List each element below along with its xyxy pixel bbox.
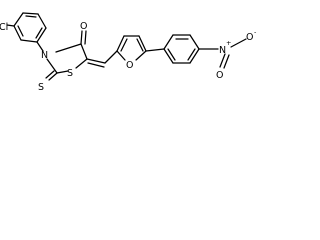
sulfur-ring-label: S <box>67 68 73 79</box>
oxygen-nitro-single-label: O <box>246 32 253 43</box>
chlorine-label: Cl <box>0 22 8 33</box>
nitro-o-double-bond-2 <box>223 54 230 69</box>
chemical-structure: Cl <box>0 12 257 93</box>
carbonyl-bond-1 <box>80 30 83 45</box>
nitro-positive-charge: + <box>226 39 231 47</box>
thione-bond-2 <box>45 70 55 79</box>
thiazolidine-ring <box>46 43 88 74</box>
oxygen-nitro-double-label: O <box>216 70 223 81</box>
nitro-negative-charge: - <box>254 28 257 36</box>
oxygen-carbonyl-label: O <box>80 21 87 32</box>
nitro-o-double-bond-1 <box>219 53 226 68</box>
nitro-o-single-bond <box>230 38 247 48</box>
oxygen-furan-label: O <box>126 60 133 71</box>
exocyclic-double-bond-1 <box>86 58 106 64</box>
exocyclic-double-bond-2 <box>87 62 105 68</box>
chlorophenyl-ring <box>6 12 47 43</box>
phenyl-nitrogen-bond <box>36 41 44 52</box>
nitrophenyl-ring <box>163 34 200 64</box>
thione-bond-1 <box>48 72 58 81</box>
nitrogen-nitro-label: N <box>219 45 226 56</box>
sulfur-thione-label: S <box>38 82 44 93</box>
methine-furan-bond <box>104 50 118 64</box>
carbonyl-bond-2 <box>84 30 87 45</box>
furan-ring <box>116 35 147 61</box>
furan-phenyl-bond <box>145 48 165 52</box>
nitrogen-thiazolidine-label: N <box>41 50 48 61</box>
